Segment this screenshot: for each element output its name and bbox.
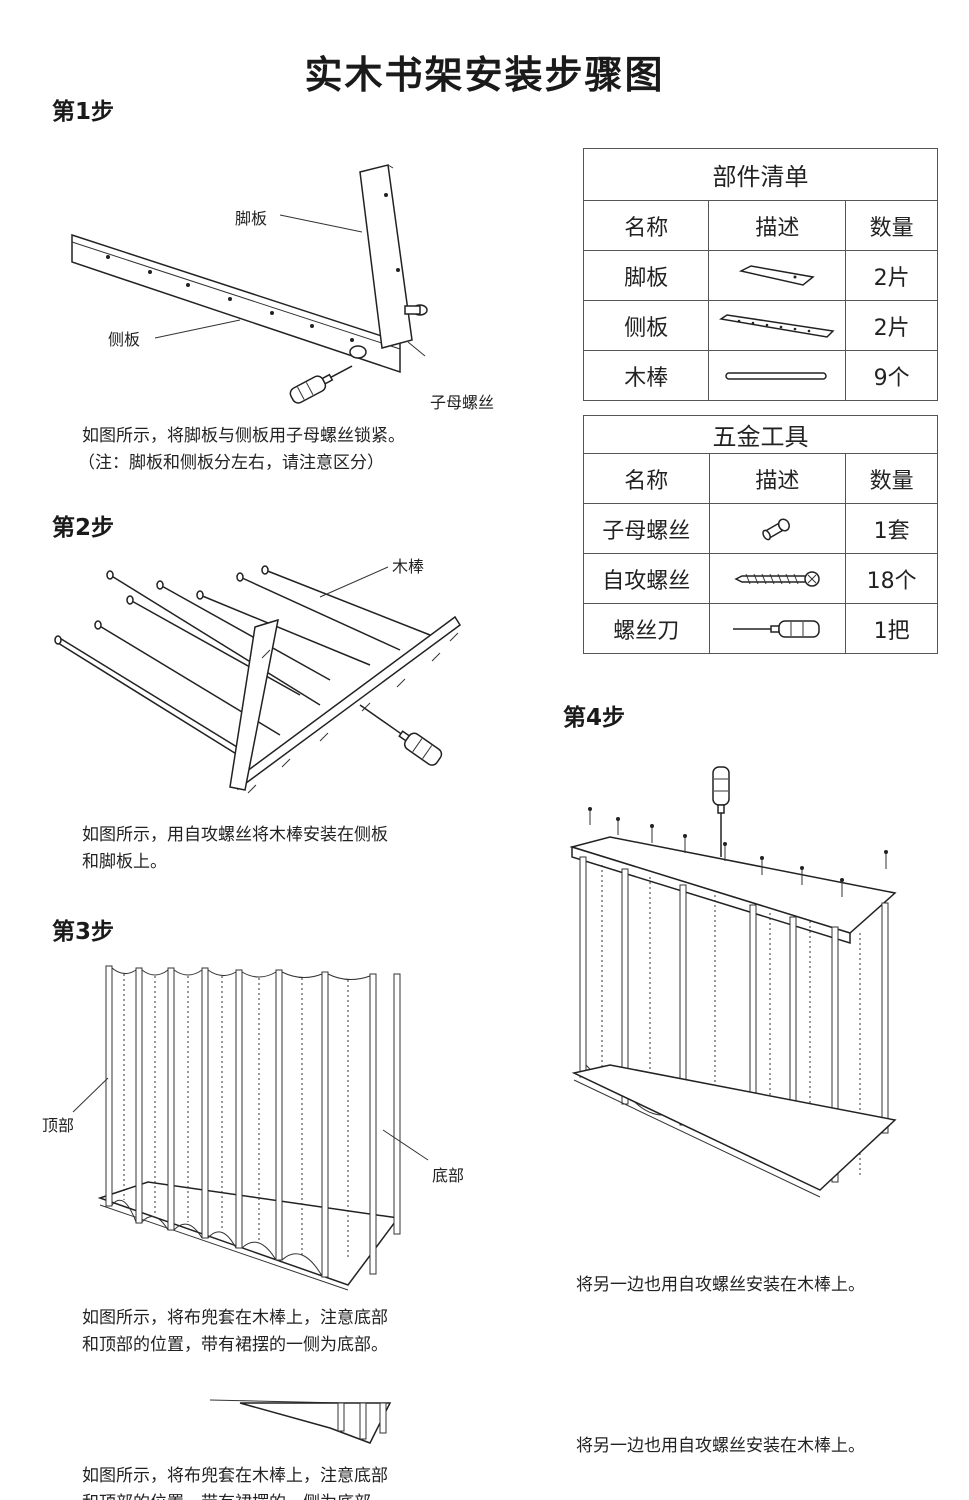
step-2-caption-line-1: 如图所示，用自攻螺丝将木棒安装在侧板: [82, 825, 388, 845]
hardware-qty: 18个: [845, 553, 938, 604]
repeat-caption-line-1: 如图所示，将布兜套在木棒上，注意底部: [82, 1466, 388, 1486]
col-description: 描述: [708, 200, 847, 251]
col-name: 名称: [583, 453, 710, 504]
part-name: 脚板: [582, 250, 710, 301]
step-3-illustration: [98, 960, 418, 1290]
step-1-caption-line-2: （注：脚板和侧板分左右，请注意区分）: [78, 453, 384, 473]
col-quantity: 数量: [845, 200, 938, 251]
hardware-qty: 1把: [845, 603, 938, 654]
table-row: 木棒 9个: [582, 350, 938, 401]
hardware-name: 子母螺丝: [583, 503, 710, 554]
part-qty: 2片: [845, 250, 938, 301]
hardware-name: 自攻螺丝: [583, 553, 710, 604]
step-3-caption-line-1: 如图所示，将布兜套在木棒上，注意底部: [82, 1308, 388, 1328]
callout-side-board: 侧板: [108, 330, 141, 349]
callout-barrel-nut-screw: 子母螺丝: [430, 393, 495, 412]
self-tapping-screw-icon: [734, 570, 821, 587]
repeat-caption-line-2: 和顶部的位置，带有裙摆的一侧为底部。: [82, 1490, 388, 1500]
col-quantity: 数量: [845, 453, 938, 504]
side-board-icon: [719, 313, 835, 338]
part-qty: 9个: [845, 350, 938, 401]
step-1-caption-line-1: 如图所示，将脚板与侧板用子母螺丝锁紧。: [82, 426, 405, 446]
callout-top: 顶部: [42, 1116, 75, 1135]
hardware-tools-table: 五金工具 名称 描述 数量 子母螺丝 1套 自攻螺丝 18个 螺丝刀 1把: [583, 415, 938, 654]
parts-list-title: 部件清单: [583, 148, 938, 201]
callout-wood-rod: 木棒: [392, 557, 425, 576]
step-4-caption: 将另一边也用自攻螺丝安装在木棒上。: [576, 1275, 865, 1295]
table-row: 侧板 2片: [582, 300, 938, 351]
table-row: 螺丝刀 1把: [583, 603, 938, 654]
step-1-illustration: [60, 160, 460, 390]
screwdriver-icon: [733, 619, 821, 638]
wood-rod-icon: [725, 371, 828, 380]
part-qty: 2片: [845, 300, 938, 351]
hardware-tools-title: 五金工具: [583, 415, 938, 454]
step-3-label: 第3步: [52, 919, 115, 945]
callout-foot-board: 脚板: [235, 209, 268, 228]
step-3-caption-line-2: 和顶部的位置，带有裙摆的一侧为底部。: [82, 1335, 388, 1355]
part-name: 木棒: [582, 350, 710, 401]
step-2-label: 第2步: [52, 515, 115, 541]
step-4-label: 第4步: [563, 705, 626, 731]
step-4-illustration: [570, 765, 905, 1205]
page-title: 实木书架安装步骤图: [304, 53, 665, 97]
part-name: 侧板: [582, 300, 710, 351]
table-row: 子母螺丝 1套: [583, 503, 938, 554]
step-2-illustration: [50, 555, 470, 805]
parts-list-table: 部件清单 名称 描述 数量 脚板 2片 侧板 2片 木棒 9个: [582, 148, 938, 401]
repeat-step-4-caption: 将另一边也用自攻螺丝安装在木棒上。: [576, 1436, 865, 1456]
hardware-name: 螺丝刀: [583, 603, 710, 654]
col-name: 名称: [582, 200, 710, 251]
col-description: 描述: [708, 453, 847, 504]
callout-bottom: 底部: [432, 1166, 465, 1185]
barrel-nut-screw-icon: [762, 517, 791, 540]
table-row: 自攻螺丝 18个: [583, 553, 938, 604]
partial-base-illustration: [210, 1398, 395, 1448]
step-2-caption-line-2: 和脚板上。: [82, 852, 167, 872]
step-1-label: 第1步: [52, 99, 115, 125]
foot-board-icon: [739, 264, 816, 286]
hardware-qty: 1套: [845, 503, 938, 554]
table-row: 脚板 2片: [582, 250, 938, 301]
